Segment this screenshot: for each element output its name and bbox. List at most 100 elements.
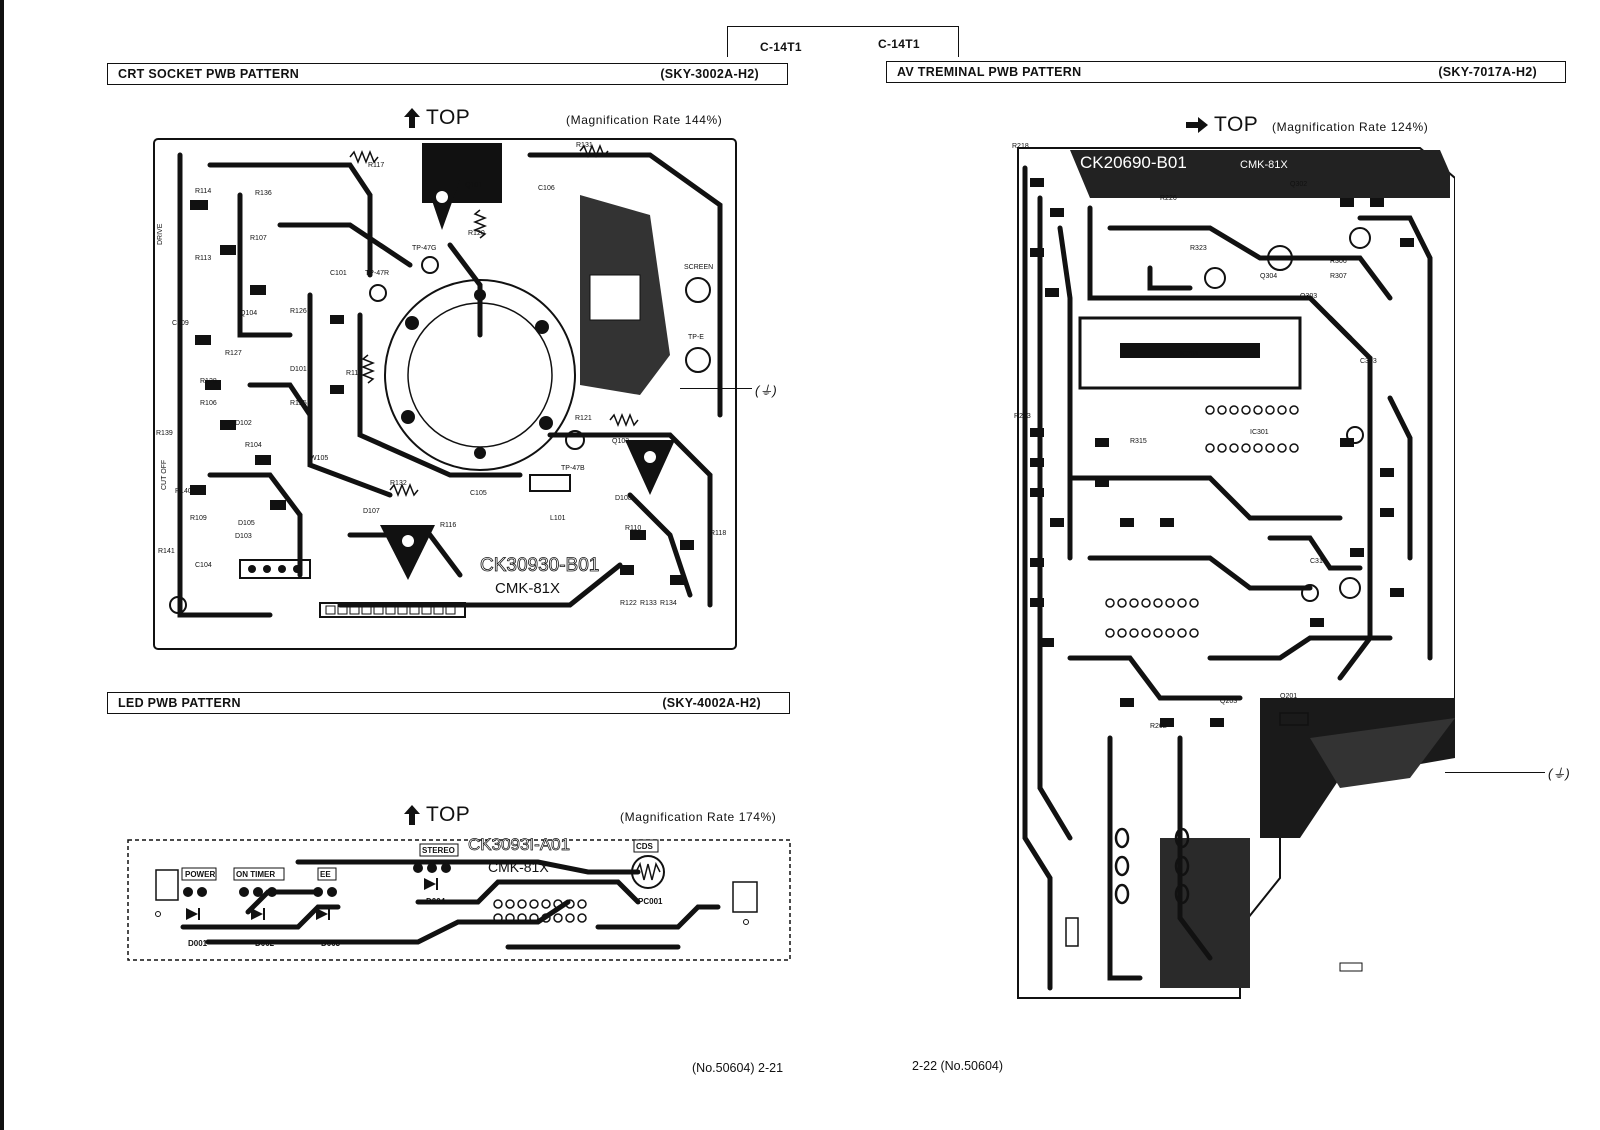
crt-cutoff-label: CUT OFF (161, 460, 168, 490)
av-board-mark: CMK-81X (1240, 159, 1288, 171)
av-label: Q303 (1300, 293, 1317, 300)
av-pcb-pattern: CK20690-B01 CMK-81X R218 R226 Q302 Q304 … (1012, 143, 1455, 999)
av-label: R226 (1160, 195, 1177, 202)
crt-label: C101 (330, 270, 347, 277)
led-cds-label: CDS (636, 842, 654, 851)
av-label: C310 (1310, 558, 1327, 565)
crt-label: R104 (245, 442, 262, 449)
page-edge (0, 0, 4, 1130)
crt-label: R106 (200, 400, 217, 407)
av-label: R218 (1012, 143, 1029, 150)
crt-code: (SKY-3002A-H2) (660, 67, 759, 81)
crt-label: R140 (175, 488, 192, 495)
av-label: IC301 (1250, 429, 1269, 436)
crt-label: D102 (235, 420, 252, 427)
av-label: R323 (1190, 245, 1207, 252)
crt-label: R107 (250, 235, 267, 242)
crt-label: R133 (640, 600, 657, 607)
crt-label: R118 (710, 530, 726, 537)
av-top-text: TOP (1214, 113, 1259, 136)
crt-ground-label: (⏚) (755, 383, 777, 398)
crt-label: TP-47G (412, 245, 437, 252)
crt-label: TP-47R (365, 270, 389, 277)
crt-label: Q103 (612, 438, 629, 445)
up-arrow-icon (404, 108, 420, 128)
crt-label: R127 (225, 350, 242, 357)
av-ground-line (1445, 772, 1545, 773)
av-label: C303 (1360, 358, 1377, 365)
av-title: AV TREMINAL PWB PATTERN (897, 65, 1082, 79)
crt-title-bar: CRT SOCKET PWB PATTERN (SKY-3002A-H2) (107, 63, 788, 85)
led-top-label: TOP (404, 803, 470, 827)
crt-label: D108 (615, 495, 632, 502)
crt-label: TP-E (688, 334, 704, 341)
crt-label: D101 (290, 366, 307, 373)
led-top-text: TOP (426, 803, 471, 826)
model-label-left: C-14T1 (760, 40, 802, 54)
led-stereo-label: STEREO (422, 846, 455, 855)
crt-label: R110 (625, 525, 641, 532)
led-d001-label: D001 (188, 939, 208, 948)
crt-label: Q101 (465, 182, 482, 189)
crt-label: R126 (290, 308, 307, 315)
led-pcb-pattern: POWER ON TIMER EE STEREO CDS CK3093I-A01… (127, 835, 791, 961)
crt-label: R121 (575, 415, 592, 422)
av-top-label: TOP (1186, 113, 1258, 137)
av-title-bar: AV TREMINAL PWB PATTERN (SKY-7017A-H2) (886, 61, 1566, 83)
crt-label: D105 (238, 520, 255, 527)
av-code: (SKY-7017A-H2) (1438, 65, 1537, 79)
crt-title: CRT SOCKET PWB PATTERN (118, 67, 300, 81)
led-board-code: CK3093I-A01 (468, 835, 570, 854)
crt-label: R125 (290, 400, 307, 407)
crt-pcb-pattern: CK30930-B01 CMK-81X DRIVE CUT OFF R117 R… (153, 138, 737, 650)
crt-top-label: TOP (404, 106, 470, 130)
model-label-right: C-14T1 (878, 37, 920, 51)
crt-board-code: CK30930-B01 (480, 555, 599, 576)
crt-label: R116 (440, 522, 456, 529)
crt-label: R139 (156, 430, 173, 437)
crt-label: D107 (363, 508, 380, 515)
crt-ground-line (680, 388, 752, 389)
crt-label: R117 (368, 162, 384, 169)
led-d004-label: D004 (426, 897, 446, 906)
av-label: Q302 (1290, 181, 1307, 188)
crt-magnification: (Magnification Rate 144%) (566, 113, 723, 127)
av-board-code: CK20690-B01 (1080, 153, 1187, 172)
crt-drive-label: DRIVE (157, 223, 164, 245)
crt-label: C105 (470, 490, 487, 497)
crt-top-text: TOP (426, 106, 471, 129)
crt-label: R141 (158, 548, 175, 555)
page-number-left: (No.50604) 2-21 (692, 1061, 784, 1075)
led-magnification: (Magnification Rate 174%) (620, 810, 777, 824)
av-label: Q203 (1220, 698, 1237, 705)
model-header-box (727, 26, 959, 57)
av-label: IC201 (1180, 351, 1199, 358)
crt-label: R136 (255, 190, 272, 197)
page-number-right: 2-22 (No.50604) (912, 1059, 1004, 1073)
crt-label: R109 (190, 515, 207, 522)
crt-label: R131 (576, 142, 593, 149)
crt-label: R119 (346, 370, 362, 377)
led-pc001-label: PC001 (638, 897, 663, 906)
av-magnification: (Magnification Rate 124%) (1272, 120, 1429, 134)
crt-label: C109 (172, 320, 189, 327)
led-title: LED PWB PATTERN (118, 696, 241, 710)
led-board-mark: CMK-81X (488, 859, 549, 875)
av-label: R307 (1330, 273, 1347, 280)
av-label: Q304 (1260, 273, 1277, 280)
av-label: R306 (1330, 258, 1347, 265)
led-title-bar: LED PWB PATTERN (SKY-4002A-H2) (107, 692, 790, 714)
crt-label: C104 (195, 562, 212, 569)
led-d002-label: D002 (255, 939, 275, 948)
crt-label: R114 (195, 188, 211, 195)
crt-label: W105 (310, 455, 328, 462)
led-power-label: POWER (185, 870, 215, 879)
crt-label: R134 (660, 600, 677, 607)
av-label: R315 (1130, 438, 1147, 445)
crt-label: L101 (550, 515, 566, 522)
crt-board-mark: CMK-81X (495, 580, 560, 597)
led-d003-label: D003 (321, 939, 341, 948)
crt-label: R132 (390, 480, 407, 487)
crt-label: R128 (200, 378, 217, 385)
led-code: (SKY-4002A-H2) (662, 696, 761, 710)
